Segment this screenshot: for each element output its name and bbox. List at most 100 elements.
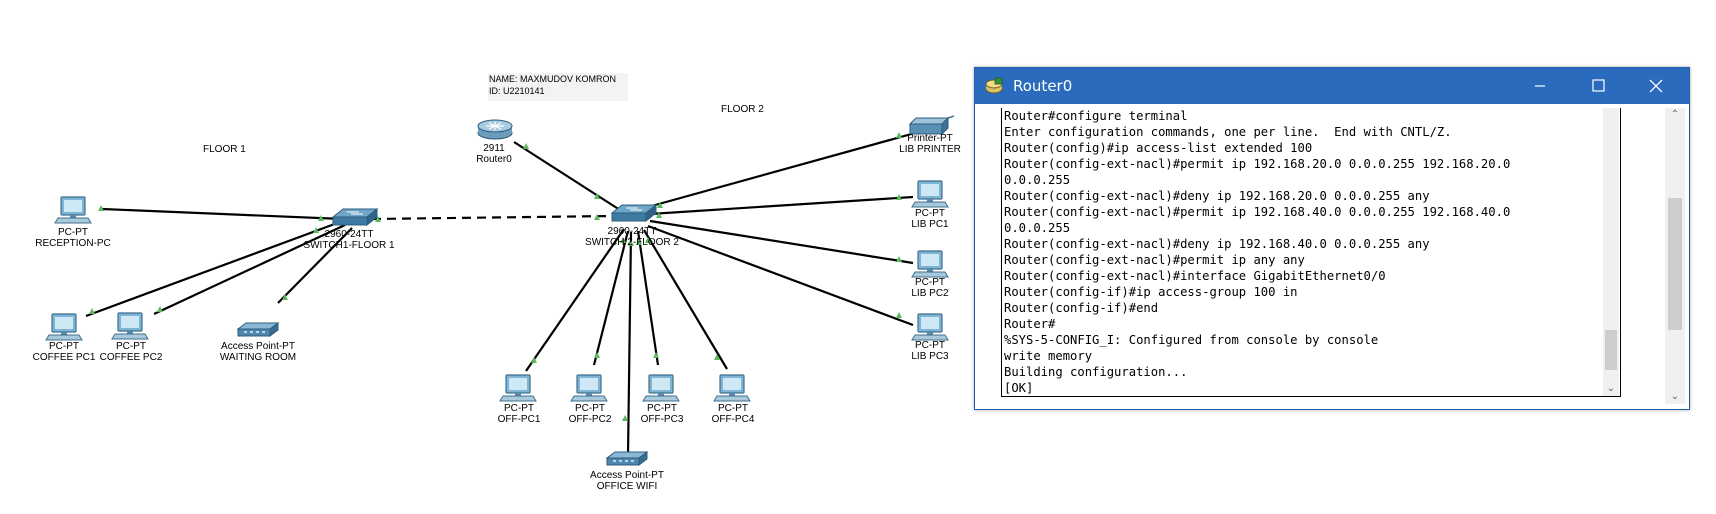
link-up-indicator	[636, 239, 642, 245]
device-model: PC-PT	[718, 403, 748, 414]
scroll-down-arrow[interactable]: ⌄	[1606, 383, 1616, 394]
link-up-indicator	[89, 308, 95, 314]
cli-line: Router(config-ext-nacl)#deny ip 192.168.…	[1004, 237, 1430, 251]
pc-icon[interactable]	[642, 374, 680, 402]
cli-scrollbar[interactable]: ⌄	[1603, 108, 1619, 396]
link-switch1-reception[interactable]	[101, 207, 344, 221]
link-status-indicators	[89, 132, 902, 421]
link-switch1-coffee-pc2[interactable]	[153, 224, 346, 315]
pc-icon[interactable]	[911, 250, 949, 278]
pc-icon[interactable]	[911, 313, 949, 341]
device-name: SWITCH 2-FLOOR 2	[585, 237, 679, 248]
link-switch2-lib-pc2[interactable]	[649, 219, 914, 265]
maximize-button[interactable]	[1569, 68, 1627, 104]
device-model: PC-PT	[915, 340, 945, 351]
link-switch1-coffee-pc1[interactable]	[85, 220, 341, 318]
close-button[interactable]	[1627, 68, 1685, 104]
device-model: PC-PT	[915, 277, 945, 288]
device-name: RECEPTION-PC	[35, 238, 111, 249]
link-up-indicator	[594, 214, 600, 220]
cli-line: Building configuration...	[1004, 365, 1188, 379]
printer-label: Printer-PT LIB PRINTER	[899, 133, 961, 155]
close-icon	[1649, 79, 1663, 93]
link-switch2-printer[interactable]	[647, 131, 916, 209]
pc-icon[interactable]	[499, 374, 537, 402]
link-switch2-lib-pc3[interactable]	[647, 224, 914, 327]
scroll-down-arrow[interactable]: ⌄	[1670, 391, 1680, 402]
cli-line: Router(config-ext-nacl)#permit ip 192.16…	[1004, 157, 1511, 171]
device-model: 2960-24TT	[607, 226, 657, 237]
access-point-icon[interactable]	[237, 322, 279, 337]
pc-icon[interactable]	[45, 313, 83, 341]
device-name: OFFICE WIFI	[596, 481, 658, 492]
author-note[interactable]: NAME: MAXMUDOV KOMRON ID: U2210141	[488, 73, 628, 101]
link-up-indicator	[594, 352, 600, 358]
link-switch2-off-pc1[interactable]	[525, 228, 625, 372]
device-name: OFF-PC4	[711, 414, 755, 425]
device-model: PC-PT	[504, 403, 534, 414]
link-switch2-off-pc3[interactable]	[636, 230, 660, 366]
pc-icon[interactable]	[713, 374, 751, 402]
printer-icon[interactable]	[908, 115, 955, 136]
switch-icon[interactable]	[332, 208, 378, 226]
note-id: ID: U2210141	[489, 86, 545, 96]
lib-pc2-label: PC-PT LIB PC2	[911, 277, 948, 299]
window-title-bar[interactable]: Router0	[975, 68, 1689, 104]
link-up-indicator	[657, 202, 663, 208]
minimize-button[interactable]	[1511, 68, 1569, 104]
switch2-label: 2960-24TT SWITCH 2-FLOOR 2	[585, 226, 679, 248]
switch-icon[interactable]	[611, 204, 657, 222]
pc-icon[interactable]	[570, 374, 608, 402]
router-icon[interactable]	[477, 119, 513, 140]
cli-line: write memory	[1004, 349, 1093, 363]
cli-line: Router(config-ext-nacl)#permit ip any an…	[1004, 253, 1305, 267]
link-switch2-off-pc2[interactable]	[592, 230, 630, 366]
cli-line: Router#	[1004, 317, 1056, 331]
pc-icon[interactable]	[54, 196, 92, 224]
access-point-icon[interactable]	[606, 451, 648, 466]
link-up-indicator	[531, 357, 537, 363]
link-router-switch2[interactable]	[513, 141, 621, 211]
link-up-indicator	[282, 294, 288, 300]
link-up-indicator	[896, 256, 902, 262]
window-scrollbar[interactable]: ⌃ ⌄	[1665, 108, 1685, 404]
link-up-indicator	[318, 215, 324, 221]
link-switch1-waiting-ap[interactable]	[277, 227, 353, 304]
link-switch1-switch2[interactable]	[371, 214, 615, 221]
device-name: LIB PC3	[911, 351, 949, 362]
cli-line: Router(config-ext-nacl)#permit ip 192.16…	[1004, 205, 1511, 219]
cli-line: Router#configure terminal	[1004, 109, 1188, 123]
link-switch2-lib-pc1[interactable]	[649, 195, 914, 216]
cli-scrollbar-thumb[interactable]	[1605, 330, 1617, 370]
device-name: COFFEE PC1	[32, 352, 96, 363]
pc-icon[interactable]	[111, 312, 149, 340]
device-name: LIB PC2	[911, 288, 949, 299]
device-model: PC-PT	[915, 208, 945, 219]
link-up-indicator	[656, 212, 662, 218]
cli-line: Router(config-ext-nacl)#interface Gigabi…	[1004, 269, 1386, 283]
device-model: 2911	[483, 143, 505, 154]
window-scrollbar-thumb[interactable]	[1668, 198, 1682, 330]
device-name: OFF-PC3	[640, 414, 684, 425]
reception-pc-label: PC-PT RECEPTION-PC	[35, 227, 111, 249]
cli-line: %SYS-5-CONFIG_I: Configured from console…	[1004, 333, 1379, 347]
device-name: Router0	[476, 154, 512, 165]
cli-line: 0.0.0.255	[1004, 221, 1071, 235]
link-up-indicator	[645, 237, 651, 243]
device-name: LIB PRINTER	[899, 144, 961, 155]
link-switch2-off-pc4[interactable]	[643, 229, 728, 370]
scroll-up-arrow[interactable]: ⌃	[1670, 109, 1680, 120]
link-switch2-office-ap[interactable]	[626, 231, 633, 457]
pc-icon[interactable]	[911, 180, 949, 208]
link-up-indicator	[714, 354, 720, 360]
device-model: PC-PT	[48, 341, 79, 352]
device-name: COFFEE PC2	[99, 352, 163, 363]
device-model: PC-PT	[647, 403, 677, 414]
lib-pc1-label: PC-PT LIB PC1	[911, 208, 948, 230]
link-up-indicator	[896, 312, 902, 318]
coffee-pc1-label: PC-PT COFFEE PC1	[33, 341, 96, 363]
off-pc3-label: PC-PT OFF-PC3	[641, 403, 684, 425]
